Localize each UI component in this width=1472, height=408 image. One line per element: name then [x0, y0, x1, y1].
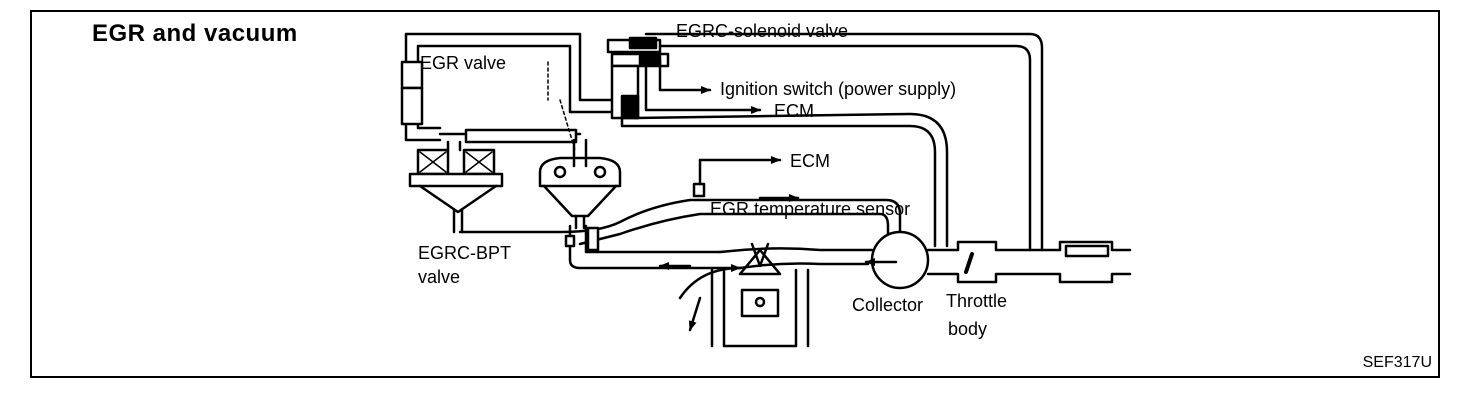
egrc-solenoid-valve-label: EGRC-solenoid valve	[676, 21, 849, 41]
ecm-label-sensor: ECM	[790, 151, 830, 171]
throttle-body	[926, 240, 1132, 284]
collector	[718, 230, 930, 290]
diagram-frame	[30, 10, 1440, 378]
throttle-body-label-line2: body	[948, 319, 988, 339]
ecm-label-top: ECM	[774, 101, 814, 121]
solenoid-wires	[644, 58, 762, 114]
throttle-body-label: Throttle	[946, 291, 1008, 311]
egrc-bpt-label: EGRC-BPT	[418, 243, 512, 263]
egr-valve-label: EGR valve	[420, 53, 507, 73]
egrc-solenoid-valve	[606, 36, 670, 120]
vacuum-hose-collector	[620, 112, 949, 248]
egrc-bpt-valve	[408, 140, 504, 234]
vacuum-hose-left	[400, 32, 614, 142]
egr-valve	[538, 61, 622, 230]
egr-temperature-sensor-label: EGR temperature sensor	[710, 199, 911, 219]
engine-cylinder	[658, 242, 810, 348]
figure-code: SEF317U	[1362, 354, 1432, 371]
egr-passage	[458, 156, 902, 270]
bpt-egr-hose	[438, 128, 582, 144]
vacuum-hose-throttle	[644, 32, 1044, 252]
egrc-bpt-label-line2: valve	[418, 267, 461, 287]
collector-label: Collector	[852, 295, 924, 315]
ignition-switch-label: Ignition switch (power supply)	[720, 79, 957, 99]
diagram-title: EGR and vacuum	[92, 20, 298, 47]
